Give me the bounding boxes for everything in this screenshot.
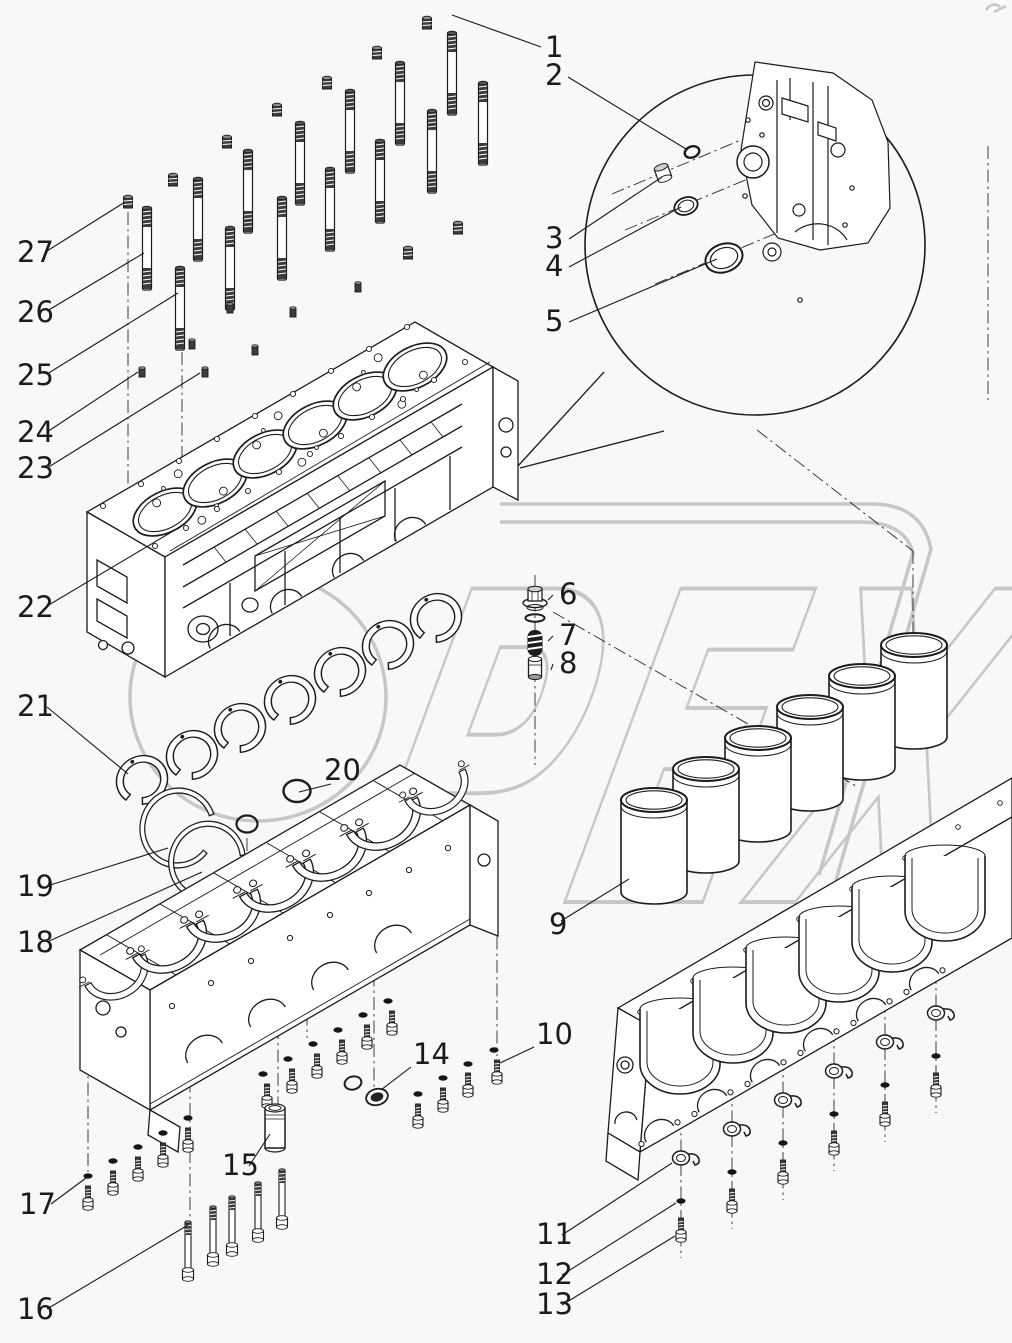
o-rings: [235, 778, 312, 834]
callout-leader-23: [46, 372, 201, 469]
callout-label-8: 8: [559, 646, 577, 680]
callout-label-4: 4: [545, 249, 563, 283]
callout-leader-7: [547, 635, 554, 642]
callout-leader-5: [568, 258, 718, 323]
callout-label-25: 25: [17, 358, 54, 392]
callout-label-6: 6: [559, 577, 577, 611]
callout-label-12: 12: [536, 1257, 573, 1291]
callout-leader-3: [568, 176, 663, 240]
callout-leader-1: [451, 14, 542, 48]
callout-leader-27: [46, 201, 126, 252]
callout-label-14: 14: [413, 1037, 450, 1071]
main-bearing-bolts: [181, 1168, 289, 1282]
callout-leader-9: [560, 878, 630, 922]
callout-leader-17: [50, 1177, 87, 1205]
callout-leader-26: [46, 252, 145, 312]
callout-layer: 1234567891011121314151617181920212223242…: [17, 14, 718, 1326]
callout-label-27: 27: [17, 235, 54, 269]
detail-balloon: [517, 61, 926, 469]
callout-leader-11: [561, 1162, 673, 1236]
callout-label-22: 22: [17, 590, 54, 624]
callout-label-1: 1: [545, 30, 563, 64]
lower-crankcase: [74, 757, 499, 1154]
callout-leader-18: [46, 871, 203, 943]
callout-leader-25: [46, 292, 179, 375]
valve-spring: [527, 630, 543, 656]
callout-label-11: 11: [536, 1217, 573, 1251]
callout-label-18: 18: [17, 925, 54, 959]
corner-mark: [984, 3, 1007, 14]
main-bearing-shells: [107, 583, 471, 815]
valve-piston: [527, 655, 543, 681]
callout-label-13: 13: [536, 1287, 573, 1321]
cup-plug: [343, 1075, 389, 1107]
callout-label-21: 21: [17, 689, 54, 723]
head-studs: [141, 30, 489, 351]
callout-leader-12: [561, 1202, 677, 1276]
callout-leader-19: [46, 847, 169, 887]
callout-leader-13: [561, 1235, 676, 1306]
callout-leader-10: [499, 1046, 535, 1064]
sectioned-block: [605, 777, 1012, 1182]
callout-leader-4: [568, 206, 682, 268]
callout-leader-22: [46, 523, 186, 607]
callout-label-19: 19: [17, 869, 54, 903]
callout-label-7: 7: [559, 618, 577, 652]
callout-label-15: 15: [222, 1148, 259, 1182]
stud-caps: [123, 15, 463, 260]
detail-oring: [683, 145, 701, 159]
valve-oring: [524, 613, 546, 623]
callout-label-2: 2: [545, 58, 563, 92]
dowel-sleeve: [264, 1103, 286, 1153]
pressure-valve-parts: [522, 585, 548, 681]
callout-label-23: 23: [17, 451, 54, 485]
callout-label-24: 24: [17, 415, 54, 449]
callout-label-17: 17: [19, 1187, 56, 1221]
callout-leader-15: [248, 1133, 271, 1167]
callout-leader-24: [46, 371, 139, 433]
callout-label-16: 16: [17, 1292, 54, 1326]
callout-leader-8: [550, 663, 554, 671]
callout-label-5: 5: [545, 304, 563, 338]
cylinder-block: [85, 321, 519, 679]
callout-label-10: 10: [536, 1017, 573, 1051]
callout-leader-16: [46, 1224, 189, 1310]
callout-leader-14: [380, 1066, 412, 1091]
callout-label-9: 9: [549, 907, 567, 941]
callout-label-3: 3: [545, 221, 563, 255]
detail-block-fragment: [736, 61, 891, 303]
detail-seal-large: [704, 242, 744, 274]
callout-leader-20: [298, 783, 332, 793]
valve-plug: [522, 585, 548, 611]
callout-leader-2: [567, 76, 687, 150]
callout-label-26: 26: [17, 295, 54, 329]
detail-plug: [653, 163, 673, 183]
callout-leader-21: [46, 706, 129, 775]
callout-label-20: 20: [324, 753, 361, 787]
callout-leader-6: [547, 594, 554, 601]
